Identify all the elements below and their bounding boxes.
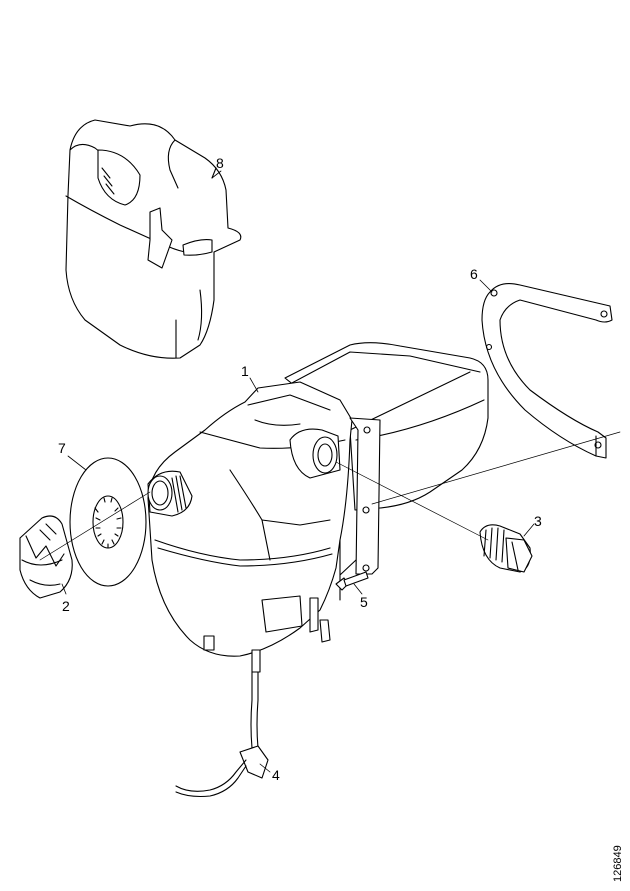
callout-2: 2: [62, 598, 70, 614]
callout-3: 3: [534, 513, 542, 529]
callout-6: 6: [470, 266, 478, 282]
leader-7: [67, 455, 87, 471]
assembly-line-plug: [335, 461, 489, 541]
callout-4: 4: [272, 767, 280, 783]
part-7-gasket: [69, 457, 147, 587]
assembly-line-screw-strap: [371, 431, 621, 505]
part-8-tank-shell: [65, 119, 242, 359]
leader-1: [249, 377, 259, 393]
figure-number: 126849: [612, 845, 624, 882]
leader-3: [523, 523, 535, 537]
callout-7: 7: [58, 440, 66, 456]
callout-1: 1: [241, 363, 249, 379]
part-4-level-sensor: [175, 671, 269, 798]
part-2-filler-cap: [19, 515, 73, 599]
callout-5: 5: [360, 594, 368, 610]
main-expansion-tank: [147, 342, 489, 673]
leader-8: [211, 170, 222, 179]
leader-2: [61, 583, 67, 595]
part-5-screw: [335, 571, 369, 591]
assembly-line-gasket-cap: [39, 491, 151, 561]
leader-6: [479, 279, 493, 293]
leader-4: [259, 763, 271, 773]
leader-5: [353, 583, 363, 595]
callout-8: 8: [216, 155, 224, 171]
part-6-strap: [481, 283, 613, 459]
part-3-plug: [479, 524, 533, 573]
